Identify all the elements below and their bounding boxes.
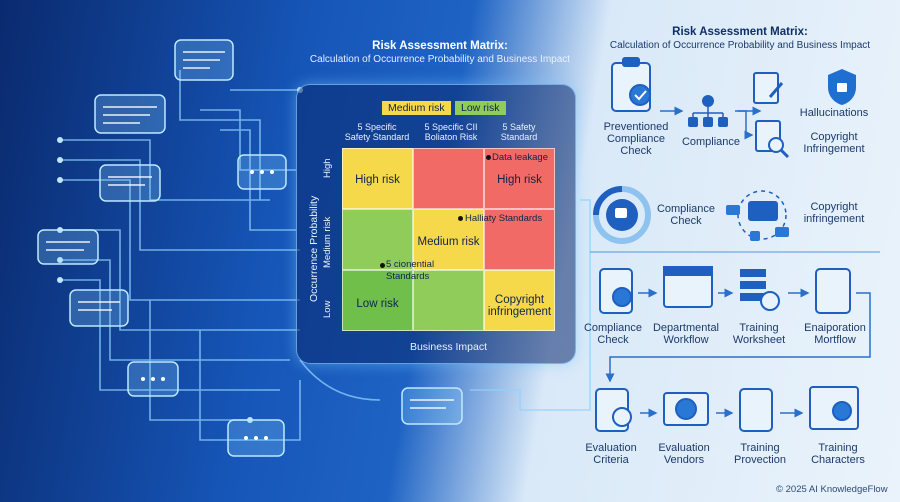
footer-copyright: © 2025 AI KnowledgeFlow [776, 484, 888, 495]
row-label-low: Low [322, 300, 333, 318]
label-training-characters: Training Characters [811, 442, 865, 466]
point-data-leakage [486, 155, 491, 160]
cell-med-high [484, 209, 555, 270]
matrix-title: Risk Assessment Matrix: Calculation of O… [300, 40, 580, 65]
cell-low-low [342, 270, 413, 331]
y-axis-label: Occurrence Probability [308, 195, 320, 302]
cell-label-low-risk: Low risk [356, 298, 399, 310]
org-chart-icon [688, 95, 728, 127]
checklist-icon [815, 268, 851, 314]
evaluation-search-icon [595, 388, 632, 432]
label-enaiporation-mortflow: Enaiporation Mortflow [804, 322, 866, 346]
label-preventioned-compliance: Preventioned Compliance Check [603, 121, 669, 157]
cell-high-low [342, 148, 413, 209]
workflow-browser-icon [663, 266, 713, 308]
clipboard-check-icon [611, 57, 651, 112]
brain-head-icon [593, 186, 651, 244]
point-label-data-leakage: Data leakage [492, 152, 548, 163]
matrix-title-line2: Calculation of Occurrence Probability an… [309, 54, 571, 65]
label-training-worksheet: Training Worksheet [732, 322, 786, 346]
right-title: Risk Assessment Matrix: Calculation of O… [600, 26, 880, 51]
point-halliaty [458, 216, 463, 221]
cell-low-med [413, 270, 484, 331]
right-diagram-graphics [590, 57, 880, 432]
col-header-3: 5 Safety Standard [500, 122, 538, 142]
legend-medium-risk: Medium risk [382, 101, 451, 115]
monitor-check-icon [663, 392, 709, 426]
cell-label-high-risk-right: High risk [497, 174, 542, 186]
right-title-line2: Calculation of Occurrence Probability an… [609, 40, 871, 51]
row-label-high: High [322, 158, 333, 178]
cell-high-high [484, 148, 555, 209]
legend-low-risk: Low risk [455, 101, 506, 115]
document-edit-icon [753, 72, 779, 104]
point-cionential [380, 263, 385, 268]
document-search-icon [755, 120, 784, 153]
label-evaluation-vendors: Evaluation Vendors [658, 442, 710, 466]
col-header-2: 5 Specific CII Boliaton Risk [424, 122, 478, 142]
point-label-halliaty: Halliaty Standards [465, 213, 543, 224]
training-checklist-icon [739, 388, 773, 432]
cell-label-copyright: Copyright infringement [487, 294, 552, 318]
point-label-cionential: 5 cionential Standards [386, 259, 435, 282]
row-label-medium: Medium risk [322, 216, 333, 268]
network-chat-icon [726, 190, 789, 241]
label-training-provection: Training Provection [734, 442, 786, 466]
label-hallucinations: Hallucinations [799, 107, 869, 119]
label-compliance-check-2: Compliance Check [656, 203, 716, 227]
label-departmental-workflow: Departmental Workflow [652, 322, 720, 346]
cell-low-high [484, 270, 555, 331]
label-compliance: Compliance [681, 136, 741, 148]
cell-high-med [413, 148, 484, 209]
label-copyright-infringement-1: Copyright Infringement [803, 131, 865, 155]
cell-med-med [413, 209, 484, 270]
label-compliance-check-3: Compliance Check [583, 322, 643, 346]
cell-med-low [342, 209, 413, 270]
cell-label-high-risk-left: High risk [355, 174, 400, 186]
x-axis-label: Business Impact [409, 341, 488, 353]
label-evaluation-criteria: Evaluation Criteria [585, 442, 637, 466]
col-header-1: 5 Specific Safety Standard [344, 122, 410, 142]
worksheet-search-icon [740, 269, 780, 311]
matrix-title-line1: Risk Assessment Matrix: [372, 40, 508, 52]
cell-label-medium-risk: Medium risk [417, 236, 480, 248]
label-copyright-infringement-2: Copyright infringement [803, 201, 865, 225]
certificate-badge-icon [809, 386, 859, 430]
clipboard-check-icon-2 [599, 268, 633, 314]
right-title-line1: Risk Assessment Matrix: [672, 26, 808, 38]
